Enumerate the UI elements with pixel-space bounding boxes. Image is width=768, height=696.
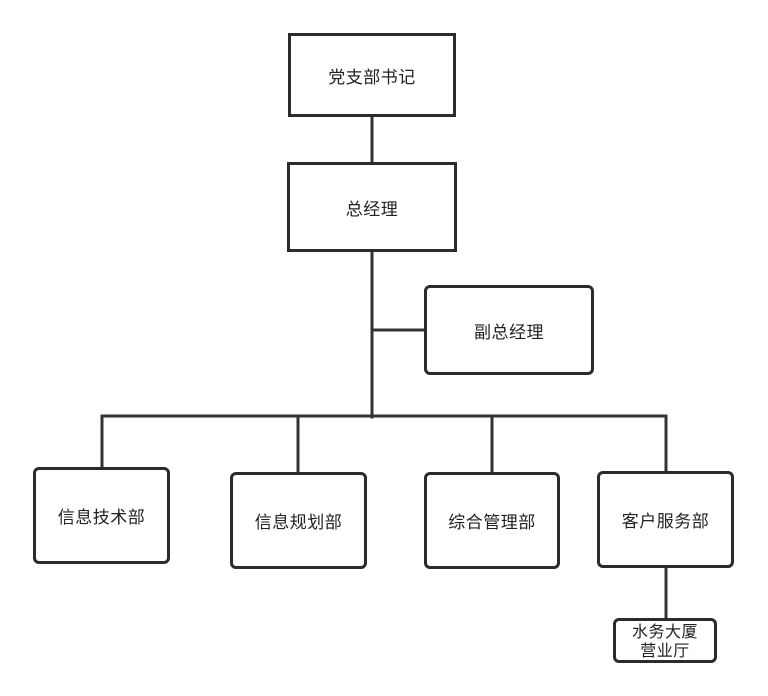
node-label: 综合管理部 <box>448 513 536 533</box>
node-customer-service-dept: 客户服务部 <box>597 471 734 568</box>
node-info-tech-dept: 信息技术部 <box>33 467 170 564</box>
node-label: 副总经理 <box>474 322 544 343</box>
node-label: 客户服务部 <box>621 512 710 532</box>
node-label: 信息规划部 <box>254 513 343 533</box>
node-general-manager: 总经理 <box>287 162 457 252</box>
node-business-hall: 水务大厦 营业厅 <box>613 618 717 663</box>
node-deputy-general-manager: 副总经理 <box>424 285 594 375</box>
node-info-planning-dept: 信息规划部 <box>230 472 367 569</box>
node-label-line1: 水务大厦 <box>631 621 698 641</box>
node-label: 党支部书记 <box>328 67 416 88</box>
node-label: 总经理 <box>345 199 399 220</box>
node-party-branch-secretary: 党支部书记 <box>288 33 456 117</box>
node-label-line2: 营业厅 <box>640 640 690 660</box>
node-label: 信息技术部 <box>57 508 146 528</box>
node-general-mgmt-dept: 综合管理部 <box>424 472 560 569</box>
